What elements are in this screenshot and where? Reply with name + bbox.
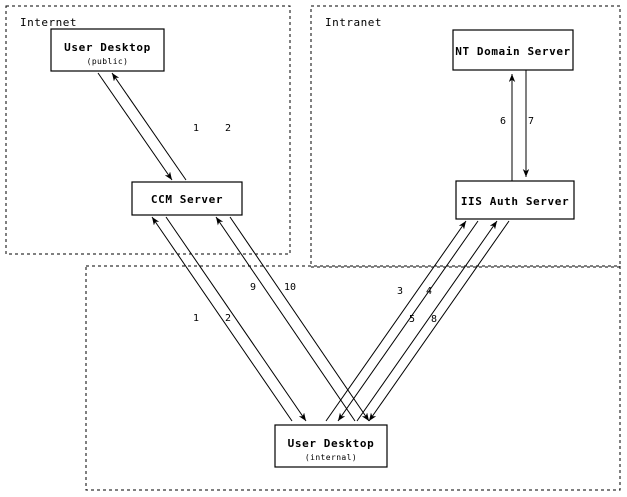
step-label-8: 8 [431, 314, 437, 325]
node-nt-domain-server-box[interactable] [452, 29, 574, 71]
flow-line-4-iis-to-internal [337, 220, 479, 422]
step-label-1-internal: 1 [193, 313, 199, 324]
node-user-desktop-internal-box[interactable] [274, 424, 388, 468]
step-label-7: 7 [528, 116, 534, 127]
node-ccm-server[interactable]: CCM Server [131, 181, 243, 216]
flow-line-8-iis-to-internal [368, 220, 510, 422]
step-label-2-public: 2 [225, 123, 231, 134]
step-label-5: 5 [409, 314, 415, 325]
flow-line-2-ccm-to-public [111, 72, 187, 181]
node-group: User Desktop (public) CCM Server NT Doma… [50, 28, 575, 468]
zone-internal-boundary [85, 265, 621, 491]
zone-intranet-label: Intranet [325, 16, 382, 29]
step-labels-group: 1 2 1 2 3 4 5 6 7 8 9 10 [193, 116, 534, 325]
step-label-1-public: 1 [193, 123, 199, 134]
node-user-desktop-public-box[interactable] [50, 28, 165, 72]
step-label-6: 6 [500, 116, 506, 127]
node-user-desktop-public-title: User Desktop [64, 41, 151, 54]
node-iis-auth-server-title: IIS Auth Server [461, 195, 569, 208]
node-nt-domain-server-title: NT Domain Server [455, 45, 571, 58]
zone-intranet-boundary [310, 5, 621, 268]
step-label-2-internal: 2 [225, 313, 231, 324]
node-user-desktop-internal-subtitle: (internal) [305, 453, 357, 462]
step-label-10: 10 [284, 282, 296, 293]
node-ccm-server-box[interactable] [131, 181, 243, 216]
node-iis-auth-server[interactable]: IIS Auth Server [455, 180, 575, 220]
node-user-desktop-public[interactable]: User Desktop (public) [50, 28, 165, 72]
zone-internet-label: Internet [20, 16, 77, 29]
step-label-9: 9 [250, 282, 256, 293]
node-nt-domain-server[interactable]: NT Domain Server [452, 29, 574, 71]
zone-internet-boundary [5, 5, 291, 255]
zone-group: Internet Intranet [5, 5, 621, 491]
flow-line-5-internal-to-iis [356, 220, 498, 422]
flow-lines-group [97, 70, 530, 422]
node-user-desktop-internal[interactable]: User Desktop (internal) [274, 424, 388, 468]
flow-line-3-internal-to-iis [325, 220, 467, 422]
node-user-desktop-internal-title: User Desktop [288, 437, 375, 450]
flow-line-1-public-to-ccm [97, 72, 173, 181]
step-label-4: 4 [426, 286, 432, 297]
node-user-desktop-public-subtitle: (public) [87, 57, 129, 66]
flow-line-9-internal-to-ccm [215, 216, 356, 422]
flow-line-1-internal-to-ccm [151, 216, 293, 422]
node-ccm-server-title: CCM Server [151, 193, 223, 206]
flow-line-10-ccm-to-internal [229, 216, 370, 422]
flow-line-2-ccm-to-internal [165, 216, 307, 422]
node-iis-auth-server-box[interactable] [455, 180, 575, 220]
step-label-3: 3 [397, 286, 403, 297]
